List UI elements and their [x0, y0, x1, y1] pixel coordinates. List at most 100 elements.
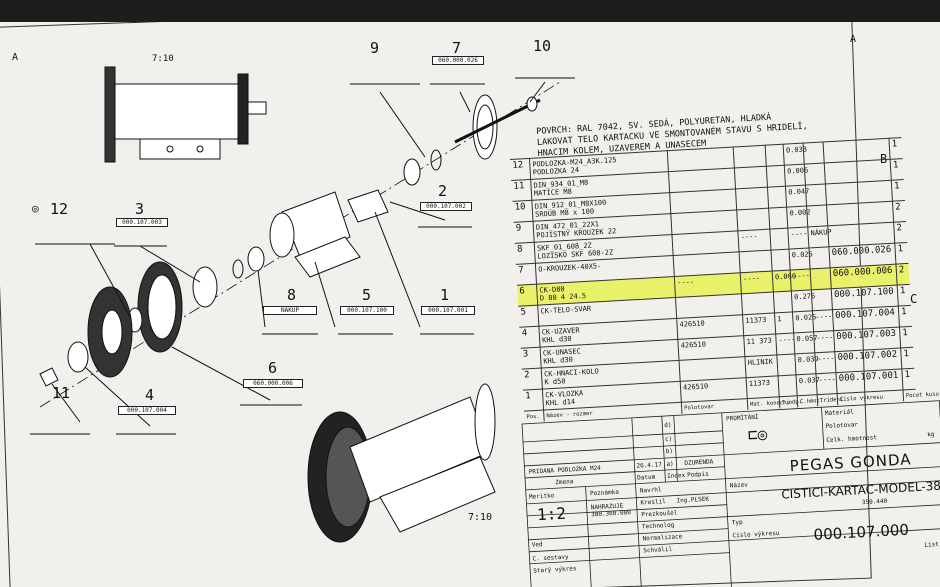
parts-list-cell: 2: [898, 265, 905, 276]
parts-list-cell: CK-UZAVER: [541, 326, 580, 337]
title-block: d) c) b) PRIDANA PODLOZKA M24 26.4.17 a)…: [521, 400, 940, 587]
callout-reference: 000.107.002: [420, 202, 472, 211]
misc-label: Ved: [531, 541, 543, 549]
parts-list-cell: 1: [902, 328, 909, 339]
revision-index: b): [665, 447, 674, 456]
parts-list-cell: 6: [519, 286, 526, 297]
parts-list-subtext: KHL d30: [541, 334, 572, 345]
parts-list-cell: 2: [895, 202, 902, 213]
callout-reference: 060.000.026: [432, 56, 484, 65]
parts-list-cell: 11373: [745, 315, 767, 326]
zone-label: B: [880, 152, 888, 166]
callout-reference: 000.107.004: [118, 406, 176, 415]
parts-list-cell: 060.000.026: [831, 244, 892, 259]
parts-list-cell: 11373: [748, 378, 771, 389]
parts-list-cell: 11: [513, 181, 525, 192]
callout-number: 5: [362, 286, 372, 304]
parts-list-cell: 060.000.006: [832, 265, 893, 280]
revision-index: c): [664, 435, 673, 444]
parts-list-cell: 1: [900, 307, 907, 318]
revision-index: a): [666, 460, 674, 468]
zone-label: A: [850, 34, 857, 45]
parts-list-cell: 1: [893, 181, 900, 192]
parts-list-cell: 9: [515, 223, 522, 234]
parts-list-subtext: K d50: [544, 377, 566, 387]
rev-header: Podpis: [686, 470, 709, 479]
callout-reference: 000.107.001: [421, 306, 475, 315]
parts-list-cell: ----: [792, 271, 811, 281]
parts-list-cell: 000.107.100: [833, 286, 894, 301]
weight-unit: kg: [927, 430, 935, 439]
callout-number: 10: [533, 37, 552, 55]
replaces-note: NAHRAZUJE 380.360.000: [590, 502, 632, 519]
parts-list-header-cell: Císlo výkresu: [839, 394, 884, 403]
parts-list-cell: 1: [903, 349, 910, 360]
projection-symbol-icon: ⊏◎: [747, 424, 768, 445]
parts-list-cell: 000.107.003: [836, 328, 897, 343]
callout-reference: 000.107.003: [116, 218, 168, 227]
parts-list-cell: DIN_934_01_M8: [533, 178, 589, 190]
parts-list-cell: 000.107.001: [838, 370, 899, 384]
parts-list-cell: CK-HNACI-KOLO: [543, 367, 600, 379]
parts-list-cell: 1: [525, 391, 531, 402]
callout-number: 7: [452, 39, 462, 57]
parts-list-cell: CK-D80: [539, 285, 565, 295]
role-label: Kreslil: [640, 498, 667, 507]
parts-list-cell: 1: [897, 244, 904, 255]
drawing-subtitle: 350.440: [861, 497, 888, 507]
rev-header: Index: [666, 471, 686, 480]
scale-value: 1:2: [536, 503, 567, 525]
bottom-isometric-view: [307, 383, 496, 543]
parts-list-cell: 8: [516, 244, 523, 255]
parts-list-cell: 5: [520, 307, 527, 318]
callout-number: 8: [287, 286, 297, 304]
parts-list-cell: 11 373: [746, 336, 773, 347]
callout-number: 6: [268, 359, 278, 377]
callout-number: 4: [145, 386, 155, 404]
parts-list-cell: 2: [896, 223, 903, 234]
callout-reference: NÁKUP: [263, 306, 317, 315]
parts-list-cell: 000.107.002: [837, 349, 898, 364]
parts-list-cell: HLINIK: [747, 357, 774, 368]
parts-list-cell: ----: [676, 277, 695, 287]
parts-list-cell: 1: [891, 139, 898, 150]
parts-list-cell: 4: [521, 328, 528, 339]
parts-list-subtext: KHL d14: [545, 397, 576, 408]
sheet-caption: List: [924, 540, 940, 549]
parts-list-cell: 10: [514, 202, 526, 213]
role-label: Navrhl: [639, 486, 662, 495]
callout-number: 11: [52, 384, 71, 402]
type-caption: Typ: [731, 518, 743, 527]
scale-caption: Meritko: [528, 492, 555, 501]
parts-list-cell: 426510: [679, 319, 705, 329]
parts-list-cell: ----: [817, 354, 835, 364]
parts-list-cell: 12: [512, 160, 524, 171]
parts-list-cell: 1: [777, 315, 782, 324]
parts-list-header-cell: Název - rozmer: [546, 410, 593, 420]
parts-list-cell: O-KROUZEK-40X5-: [537, 262, 602, 274]
rev-header: Datum: [637, 473, 656, 482]
parts-list-cell: CK-TELO-SVAR: [540, 304, 592, 316]
technical-drawing-sheet: A A B C: [0, 22, 940, 587]
parts-list-cell: ----: [790, 229, 808, 239]
name-caption: Název: [729, 481, 749, 490]
parts-list-header-cell: Polotovar: [684, 404, 715, 412]
parts-list-cell: 1: [892, 160, 899, 171]
title-block-grid: [521, 400, 940, 587]
scale-label: 7:10: [468, 512, 493, 523]
zone-label: A: [12, 52, 19, 63]
parts-list-cell: 1: [899, 286, 906, 297]
parts-list-cell: CK-VLOZKA: [545, 389, 584, 400]
parts-list-cell: 3: [522, 349, 529, 360]
callout-number: 9: [370, 39, 380, 57]
exploded-view-illustration: [30, 66, 575, 543]
parts-list-cell: ----: [740, 232, 758, 242]
callout-number: 1: [440, 286, 450, 304]
scale-label: 7:10: [152, 54, 174, 64]
parts-list-cell: ----: [818, 375, 836, 385]
revision-index: d): [664, 421, 672, 430]
parts-list-header-cell: Pos.: [526, 413, 540, 421]
callout-reference: 000.107.100: [340, 306, 394, 315]
